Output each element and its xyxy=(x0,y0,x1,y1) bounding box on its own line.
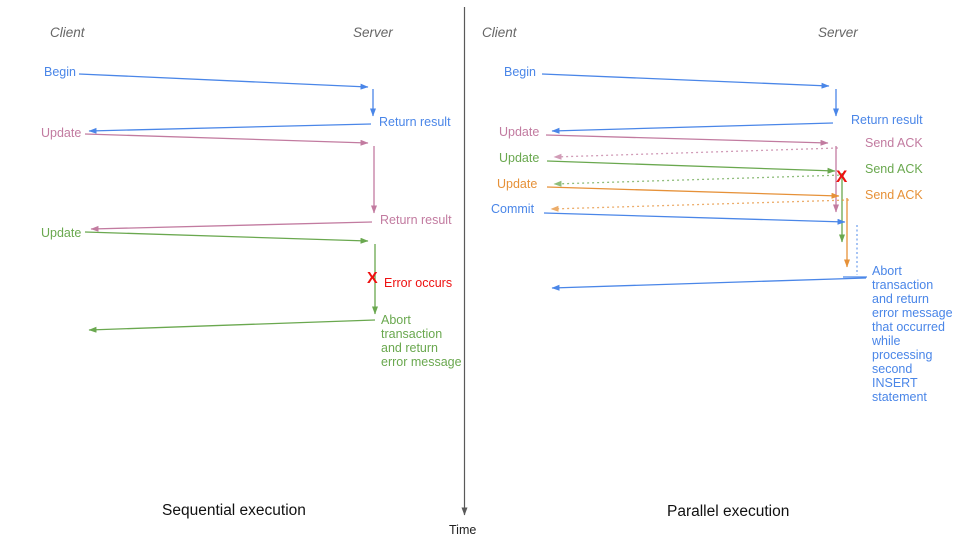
seq-return-result-1-label: Return result xyxy=(379,115,451,129)
seq-abort-line: and return xyxy=(381,341,438,355)
par-server-header: Server xyxy=(818,25,858,40)
par-abort-line: transaction xyxy=(872,278,934,292)
seq-update-2-label: Update xyxy=(41,226,82,240)
par-send-ack-3-label: Send ACK xyxy=(865,188,923,202)
time-axis-label: Time xyxy=(449,523,477,537)
seq-update2-request-arrow xyxy=(84,231,369,244)
par-abort-return-arrow xyxy=(551,277,867,291)
seq-update1-request-arrow xyxy=(84,133,369,146)
seq-abort-message: Abort transaction and return error messa… xyxy=(381,313,462,369)
par-update-2-label: Update xyxy=(499,151,540,165)
seq-client-header: Client xyxy=(50,25,85,40)
par-send-ack-1-label: Send ACK xyxy=(865,136,923,150)
par-abort-line: INSERT xyxy=(872,376,918,390)
seq-return-result-1-arrow xyxy=(88,123,372,134)
seq-server-header: Server xyxy=(353,25,393,40)
seq-abort-return-arrow xyxy=(88,319,376,333)
par-abort-line: error message xyxy=(872,306,953,320)
par-commit-label: Commit xyxy=(491,202,535,216)
par-send-ack1-arrow xyxy=(553,147,839,160)
seq-return-result-2-arrow xyxy=(90,221,373,232)
sequential-arrows xyxy=(78,73,378,333)
seq-return-result-2-label: Return result xyxy=(380,213,452,227)
par-commit-request-arrow xyxy=(543,212,846,225)
par-begin-request-arrow xyxy=(541,73,830,89)
par-send-ack-2-label: Send ACK xyxy=(865,162,923,176)
par-title: Parallel execution xyxy=(667,503,790,520)
par-begin-label: Begin xyxy=(504,65,536,79)
par-abort-line: statement xyxy=(872,390,927,404)
seq-abort-line: transaction xyxy=(381,327,443,341)
par-abort-line: and return xyxy=(872,292,929,306)
par-update-3-label: Update xyxy=(497,177,538,191)
seq-abort-line: Abort xyxy=(381,313,411,327)
par-update2-request-arrow xyxy=(546,160,836,174)
seq-begin-label: Begin xyxy=(44,65,76,79)
par-return-result-arrow xyxy=(551,122,834,134)
par-abort-line: Abort xyxy=(872,264,902,278)
par-abort-message: Abort transaction and return error messa… xyxy=(872,264,953,404)
par-client-header: Client xyxy=(482,25,517,40)
par-abort-line: while xyxy=(872,334,901,348)
parallel-arrows xyxy=(541,73,867,291)
seq-title: Sequential execution xyxy=(162,502,306,519)
par-update-1-label: Update xyxy=(499,125,540,139)
par-abort-line: processing xyxy=(872,348,933,362)
seq-error-occurs-label: Error occurs xyxy=(384,276,453,290)
par-update1-request-arrow xyxy=(545,134,829,146)
seq-abort-line: error message xyxy=(381,355,462,369)
par-abort-line: that occurred xyxy=(872,320,945,334)
par-return-result-label: Return result xyxy=(851,113,923,127)
par-send-ack2-arrow xyxy=(553,174,845,187)
par-abort-line: second xyxy=(872,362,913,376)
par-send-ack3-arrow xyxy=(550,199,850,212)
seq-begin-request-arrow xyxy=(78,73,369,90)
par-update3-request-arrow xyxy=(546,186,840,199)
seq-update-1-label: Update xyxy=(41,126,82,140)
seq-error-x-icon: X xyxy=(367,270,378,287)
par-error-x-icon: X xyxy=(836,167,848,186)
